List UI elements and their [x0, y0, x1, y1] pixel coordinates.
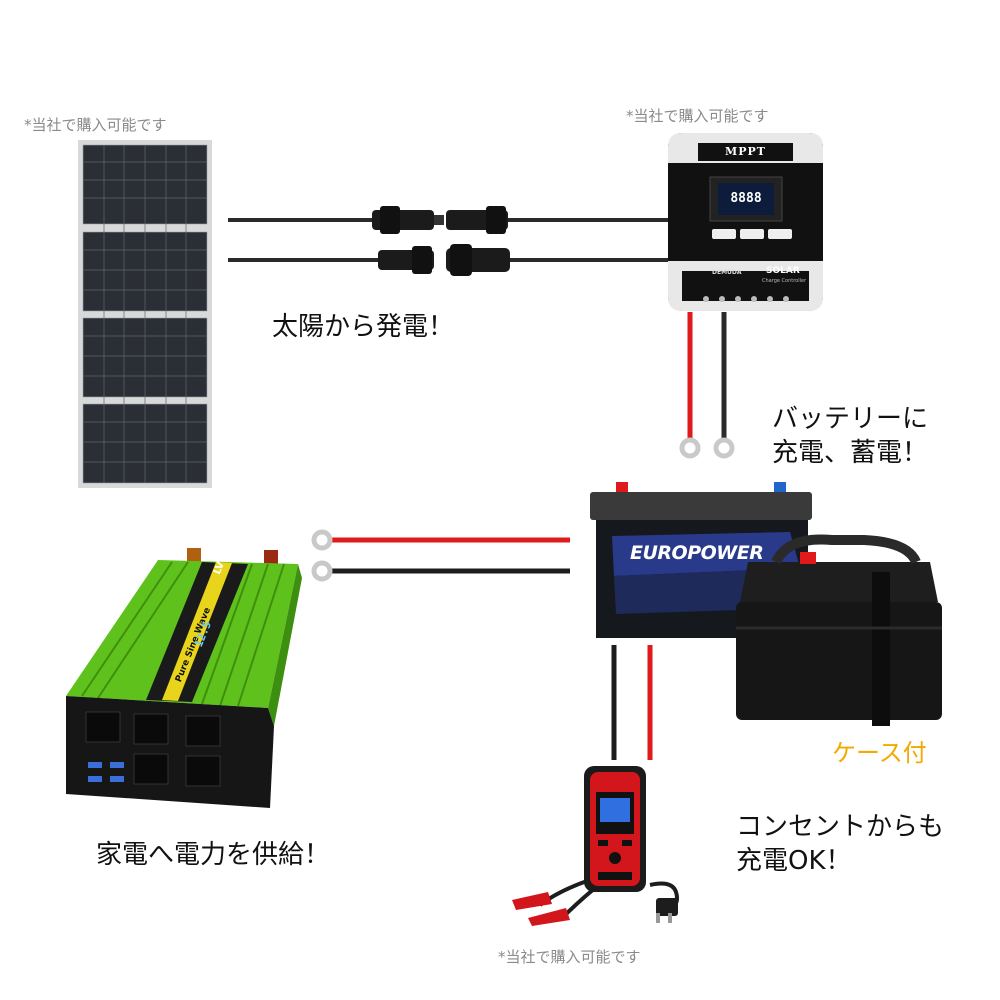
controller-availability-note: *当社で購入可能です	[626, 107, 769, 125]
controller-lcd-readout: 8888	[730, 191, 762, 206]
outlet-caption-line-2: 充電OK！	[736, 846, 852, 876]
outlet-caption: コンセントからも 充電OK！	[736, 810, 944, 878]
controller-solar-label: SOLAR	[766, 266, 800, 276]
solar-cable-bottom	[228, 244, 680, 276]
charger-availability-note: *当社で購入可能です	[498, 948, 641, 966]
controller-title: MPPT	[725, 145, 766, 158]
outlet-caption-line-1: コンセントからも	[736, 812, 945, 842]
solar-cable-top	[228, 206, 680, 234]
inverter-caption: 家電へ電力を供給！	[96, 840, 331, 870]
battery-case-illustration	[736, 534, 942, 726]
inverter-battery-cables	[311, 529, 570, 582]
case-caption: ケース付	[832, 739, 927, 767]
battery-charger-illustration	[584, 766, 646, 892]
battery-caption-line-1: バッテリーに	[772, 404, 929, 434]
mppt-controller: MPPT 8888 DEMUDA SOLAR Charge Controller	[668, 133, 823, 311]
solar-availability-note: *当社で購入可能です	[24, 116, 167, 134]
controller-battery-cables	[679, 312, 735, 459]
charger-battery-cables	[611, 645, 653, 760]
controller-subtitle: Charge Controller	[762, 278, 807, 284]
solar-panel-illustration	[78, 140, 212, 488]
battery-brand: EUROPOWER	[630, 542, 764, 564]
controller-brand: DEMUDA	[712, 269, 742, 276]
battery-caption-line-2: 充電、蓄電！	[772, 438, 929, 468]
battery-caption: バッテリーに 充電、蓄電！	[772, 402, 928, 470]
inverter: LVYUAN Pure Sine Wave 12.5	[62, 531, 302, 816]
solar-caption: 太陽から発電！	[272, 312, 455, 342]
